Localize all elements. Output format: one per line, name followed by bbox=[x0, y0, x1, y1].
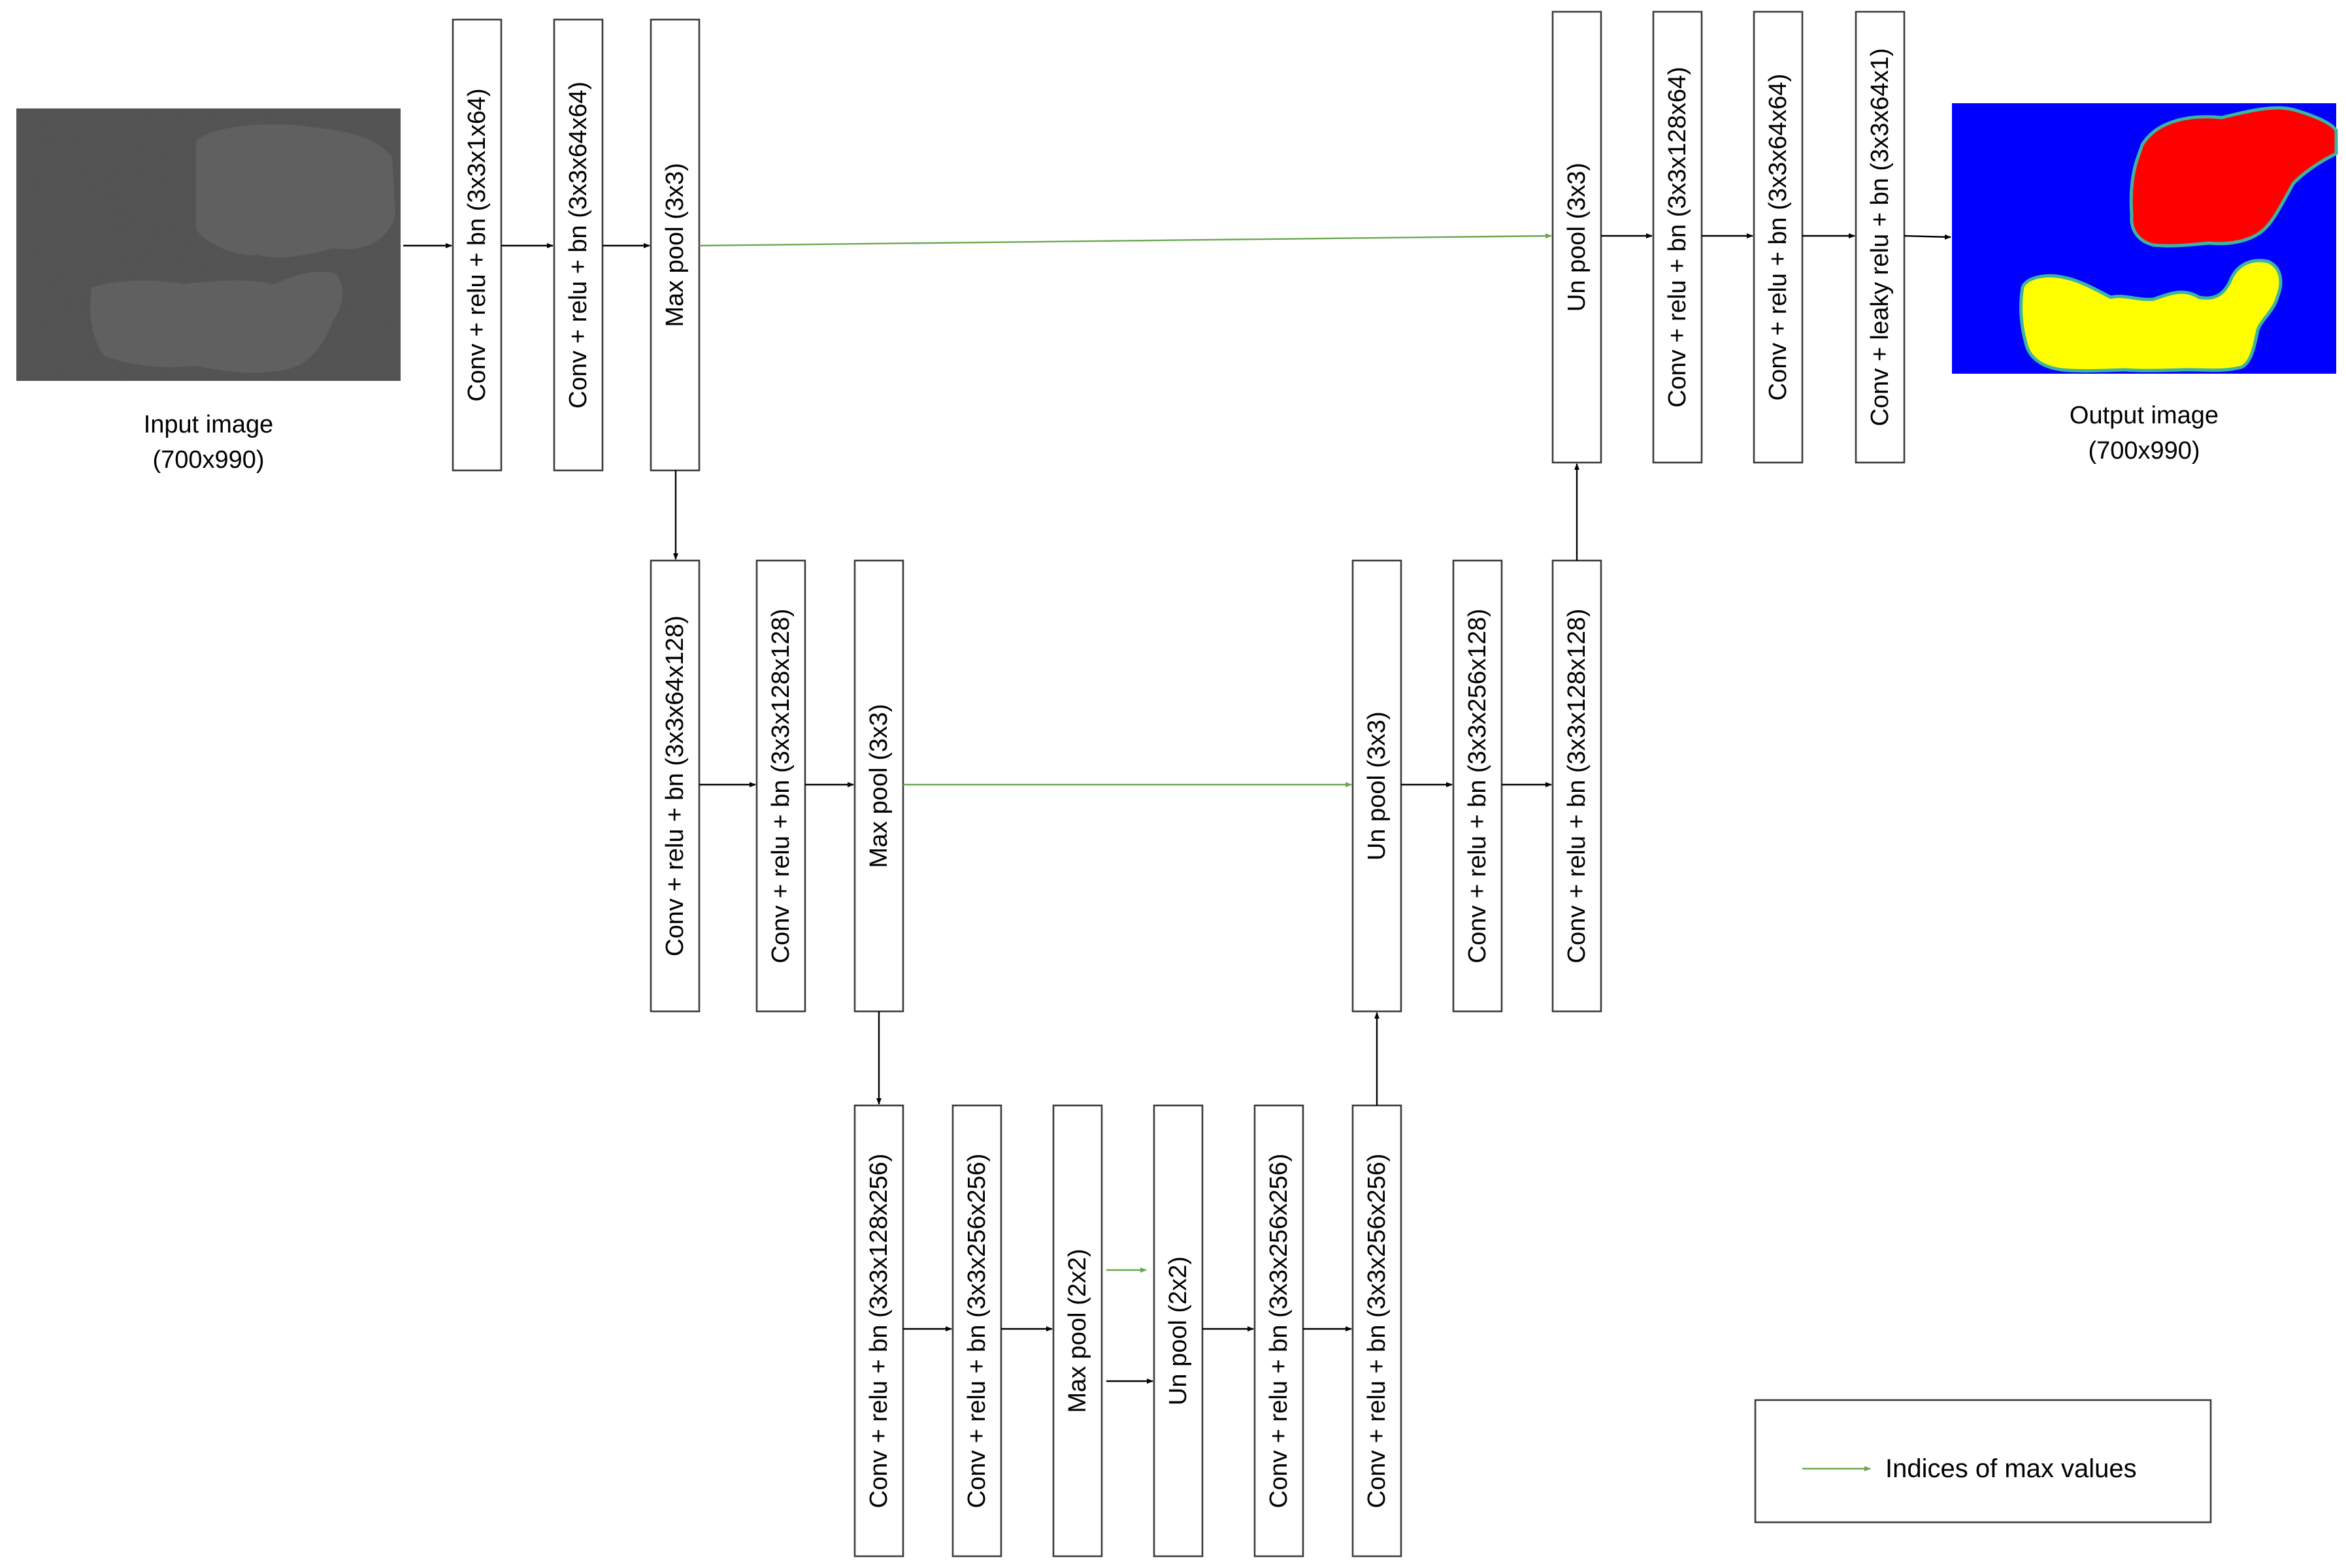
input-image-size: (700x990) bbox=[152, 446, 264, 474]
layer-box bbox=[650, 559, 701, 1013]
layer-label: Max pool (3x3) bbox=[661, 163, 689, 327]
layer-label: Conv + relu + bn (3x3x1x64) bbox=[463, 88, 491, 402]
layer-conv-3x3x64x64: Conv + relu + bn (3x3x64x64) bbox=[553, 18, 604, 472]
layer-label: Conv + relu + bn (3x3x256x256) bbox=[1265, 1154, 1293, 1509]
layer-box bbox=[951, 1104, 1002, 1558]
decoder-level-3: Un pool (2x2) Conv + relu + bn (3x3x256x… bbox=[1153, 1104, 1402, 1558]
layer-max-pool-3x3-level-2: Max pool (3x3) bbox=[853, 559, 904, 1013]
layer-label: Conv + relu + bn (3x3x64x64) bbox=[1764, 74, 1792, 401]
layer-max-pool-3x3-level-1: Max pool (3x3) bbox=[650, 18, 701, 472]
layer-label: Conv + relu + bn (3x3x64x128) bbox=[661, 615, 689, 956]
output-image-size: (700x990) bbox=[2088, 437, 2200, 465]
layer-box bbox=[1855, 10, 1906, 464]
input-image-label: Input image bbox=[144, 411, 274, 438]
layer-conv-3x3x256x128: Conv + relu + bn (3x3x256x128) bbox=[1452, 559, 1503, 1013]
encoder-level-1: Conv + relu + bn (3x3x1x64) Conv + relu … bbox=[452, 18, 701, 472]
layer-label: Un pool (3x3) bbox=[1563, 163, 1591, 312]
layer-conv-3x3x64x64-dec: Conv + relu + bn (3x3x64x64) bbox=[1753, 10, 1804, 464]
legend-label: Indices of max values bbox=[1885, 1454, 2137, 1483]
layer-conv-3x3x1x64: Conv + relu + bn (3x3x1x64) bbox=[452, 18, 503, 472]
layer-label: Un pool (3x3) bbox=[1363, 711, 1391, 860]
decoder-level-2: Un pool (3x3) Conv + relu + bn (3x3x256x… bbox=[1351, 559, 1602, 1013]
index-arrows bbox=[699, 233, 1552, 1273]
layer-conv-leaky-3x3x64x1: Conv + leaky relu + bn (3x3x64x1) bbox=[1855, 10, 1906, 464]
layer-box bbox=[650, 18, 701, 472]
layer-conv-3x3x128x128-dec: Conv + relu + bn (3x3x128x128) bbox=[1551, 559, 1602, 1013]
layer-conv-3x3x256x256-enc: Conv + relu + bn (3x3x256x256) bbox=[951, 1104, 1002, 1558]
layer-conv-3x3x64x128: Conv + relu + bn (3x3x64x128) bbox=[650, 559, 701, 1013]
layer-label: Un pool (2x2) bbox=[1165, 1256, 1192, 1405]
layer-un-pool-3x3-level-2: Un pool (3x3) bbox=[1351, 559, 1402, 1013]
output-image-label: Output image bbox=[2070, 402, 2219, 429]
layer-box bbox=[1153, 1104, 1204, 1558]
encoder-level-2: Conv + relu + bn (3x3x64x128) Conv + rel… bbox=[650, 559, 904, 1013]
legend-box bbox=[1754, 1399, 2212, 1524]
layer-label: Conv + relu + bn (3x3x128x256) bbox=[865, 1154, 893, 1509]
layer-label: Conv + relu + bn (3x3x256x256) bbox=[963, 1154, 991, 1509]
legend: Indices of max values bbox=[1754, 1399, 2212, 1524]
flow-arrows bbox=[403, 233, 1951, 1384]
layer-un-pool-3x3-level-1: Un pool (3x3) bbox=[1551, 10, 1602, 464]
layer-conv-3x3x256x256-dec-a: Conv + relu + bn (3x3x256x256) bbox=[1253, 1104, 1304, 1558]
layer-box bbox=[853, 559, 904, 1013]
layer-conv-3x3x256x256-dec-b: Conv + relu + bn (3x3x256x256) bbox=[1351, 1104, 1402, 1558]
layer-box bbox=[1253, 1104, 1304, 1558]
layer-conv-3x3x128x64: Conv + relu + bn (3x3x128x64) bbox=[1652, 10, 1703, 464]
layer-label: Conv + relu + bn (3x3x128x128) bbox=[767, 609, 795, 964]
layer-box bbox=[853, 1104, 904, 1558]
layer-box bbox=[1551, 10, 1602, 464]
encoder-level-3: Conv + relu + bn (3x3x128x256) Conv + re… bbox=[853, 1104, 1103, 1558]
output-class-a-region bbox=[2129, 106, 2338, 248]
layer-box bbox=[755, 559, 806, 1013]
arrow-final-to-output bbox=[1904, 234, 1951, 240]
layer-label: Conv + relu + bn (3x3x128x128) bbox=[1563, 609, 1591, 964]
layer-conv-3x3x128x128-enc: Conv + relu + bn (3x3x128x128) bbox=[755, 559, 806, 1013]
layer-label: Conv + leaky relu + bn (3x3x64x1) bbox=[1866, 48, 1894, 427]
layer-label: Conv + relu + bn (3x3x256x256) bbox=[1363, 1154, 1391, 1509]
layer-box bbox=[1652, 10, 1703, 464]
layer-label: Conv + relu + bn (3x3x64x64) bbox=[565, 82, 592, 409]
output-image bbox=[1952, 103, 2338, 374]
layer-un-pool-2x2: Un pool (2x2) bbox=[1153, 1104, 1204, 1558]
index-arrow-level-1 bbox=[699, 233, 1552, 247]
layer-conv-3x3x128x256: Conv + relu + bn (3x3x128x256) bbox=[853, 1104, 904, 1558]
layer-box bbox=[1452, 559, 1503, 1013]
layer-box bbox=[1351, 559, 1402, 1013]
layer-label: Conv + relu + bn (3x3x128x64) bbox=[1664, 67, 1691, 408]
layer-box bbox=[1351, 1104, 1402, 1558]
decoder-level-1: Un pool (3x3) Conv + relu + bn (3x3x128x… bbox=[1551, 10, 1906, 464]
layer-label: Conv + relu + bn (3x3x256x128) bbox=[1464, 609, 1491, 964]
layer-label: Max pool (2x2) bbox=[1064, 1249, 1091, 1413]
layer-box bbox=[1753, 10, 1804, 464]
layer-max-pool-2x2: Max pool (2x2) bbox=[1052, 1104, 1103, 1558]
layer-box bbox=[1052, 1104, 1103, 1558]
layer-box bbox=[1551, 559, 1602, 1013]
output-class-b-region bbox=[2019, 259, 2283, 373]
layer-label: Max pool (3x3) bbox=[865, 704, 893, 868]
input-image bbox=[16, 108, 401, 381]
